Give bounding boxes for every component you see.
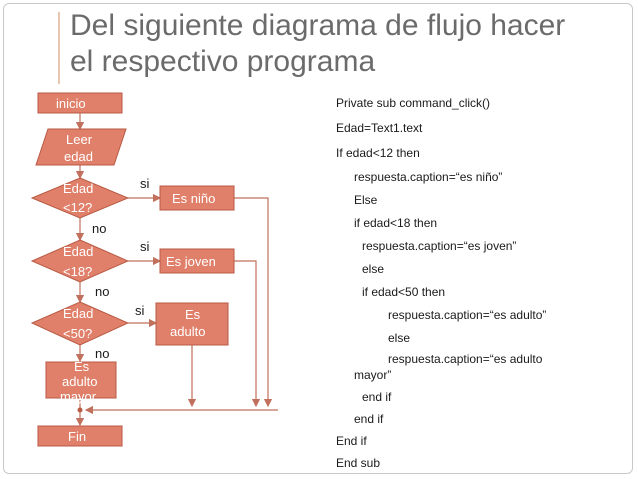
code-line-2: Edad=Text1.text: [336, 121, 423, 135]
output-1-label: Es niño: [172, 191, 215, 206]
code-line-9: if edad<50 then: [362, 285, 446, 299]
code-line-12: respuesta.caption=“es adulto: [388, 352, 543, 366]
return-path-out1: [234, 197, 273, 408]
code-line-16: End if: [336, 434, 367, 448]
decision-1: [30, 177, 130, 219]
start-terminal: [37, 92, 123, 114]
decision-2-label-2: <18?: [63, 264, 92, 279]
code-line-17: End sub: [336, 456, 381, 470]
code-line-13: mayor”: [354, 368, 392, 382]
input-label-1: Leer: [66, 132, 93, 147]
decision-2: [30, 239, 130, 283]
output-3-label-2: adulto: [170, 324, 205, 339]
return-path-out2: [234, 260, 261, 408]
title-line-2: el respectivo programa: [70, 45, 376, 78]
output-1-box: [159, 185, 235, 211]
slide-title: Del siguiente diagrama de flujo hacer el…: [70, 8, 610, 80]
decision-3-label-1: Edad: [63, 306, 93, 321]
code-line-8: else: [362, 262, 385, 276]
code-line-15: end if: [354, 412, 384, 426]
decision-1-label-2: <12?: [63, 200, 92, 215]
output-2-label: Es joven: [166, 254, 216, 269]
code-line-3: If edad<12 then: [336, 146, 420, 160]
code-line-7: respuesta.caption=“es joven”: [362, 239, 517, 253]
end-label: Fin: [68, 429, 86, 444]
output-4-box: [45, 361, 117, 399]
input-parallelogram: [35, 128, 127, 166]
merge-dot: [77, 407, 83, 413]
output-3-box: [155, 302, 229, 346]
code-line-6: if edad<18 then: [354, 216, 438, 230]
yes-label-2: si: [140, 239, 150, 254]
yes-label-1: si: [140, 176, 150, 191]
output-4-label-1: Es: [74, 359, 90, 374]
no-label-1: no: [92, 221, 106, 236]
code-line-10: respuesta.caption=“es adulto”: [388, 308, 547, 322]
output-2-box: [159, 248, 235, 274]
code-line-1: Private sub command_click(): [336, 96, 491, 110]
decision-3: [30, 301, 130, 346]
yes-label-3: si: [135, 303, 145, 318]
output-3-label-1: Es: [185, 307, 201, 322]
output-4-label-2: adulto: [62, 374, 97, 389]
output-4-label-3: mayor: [60, 389, 97, 404]
no-label-3: no: [95, 346, 109, 361]
title-accent-bar: [58, 12, 60, 84]
decision-1-label-1: Edad: [63, 181, 93, 196]
code-line-5: Else: [354, 193, 378, 207]
decision-3-label-2: <50?: [63, 326, 92, 341]
no-label-2: no: [95, 284, 109, 299]
code-line-11: else: [388, 331, 411, 345]
code-line-4: respuesta.caption=“es niño”: [354, 170, 503, 184]
connectors: [75, 113, 278, 427]
start-label: inicio: [56, 96, 86, 111]
slide-frame: [3, 3, 633, 474]
end-terminal: [37, 425, 123, 447]
decision-2-label-1: Edad: [63, 244, 93, 259]
title-line-1: Del siguiente diagrama de flujo hacer: [70, 9, 566, 42]
input-label-2: edad: [64, 149, 93, 164]
code-line-14: end if: [362, 390, 392, 404]
